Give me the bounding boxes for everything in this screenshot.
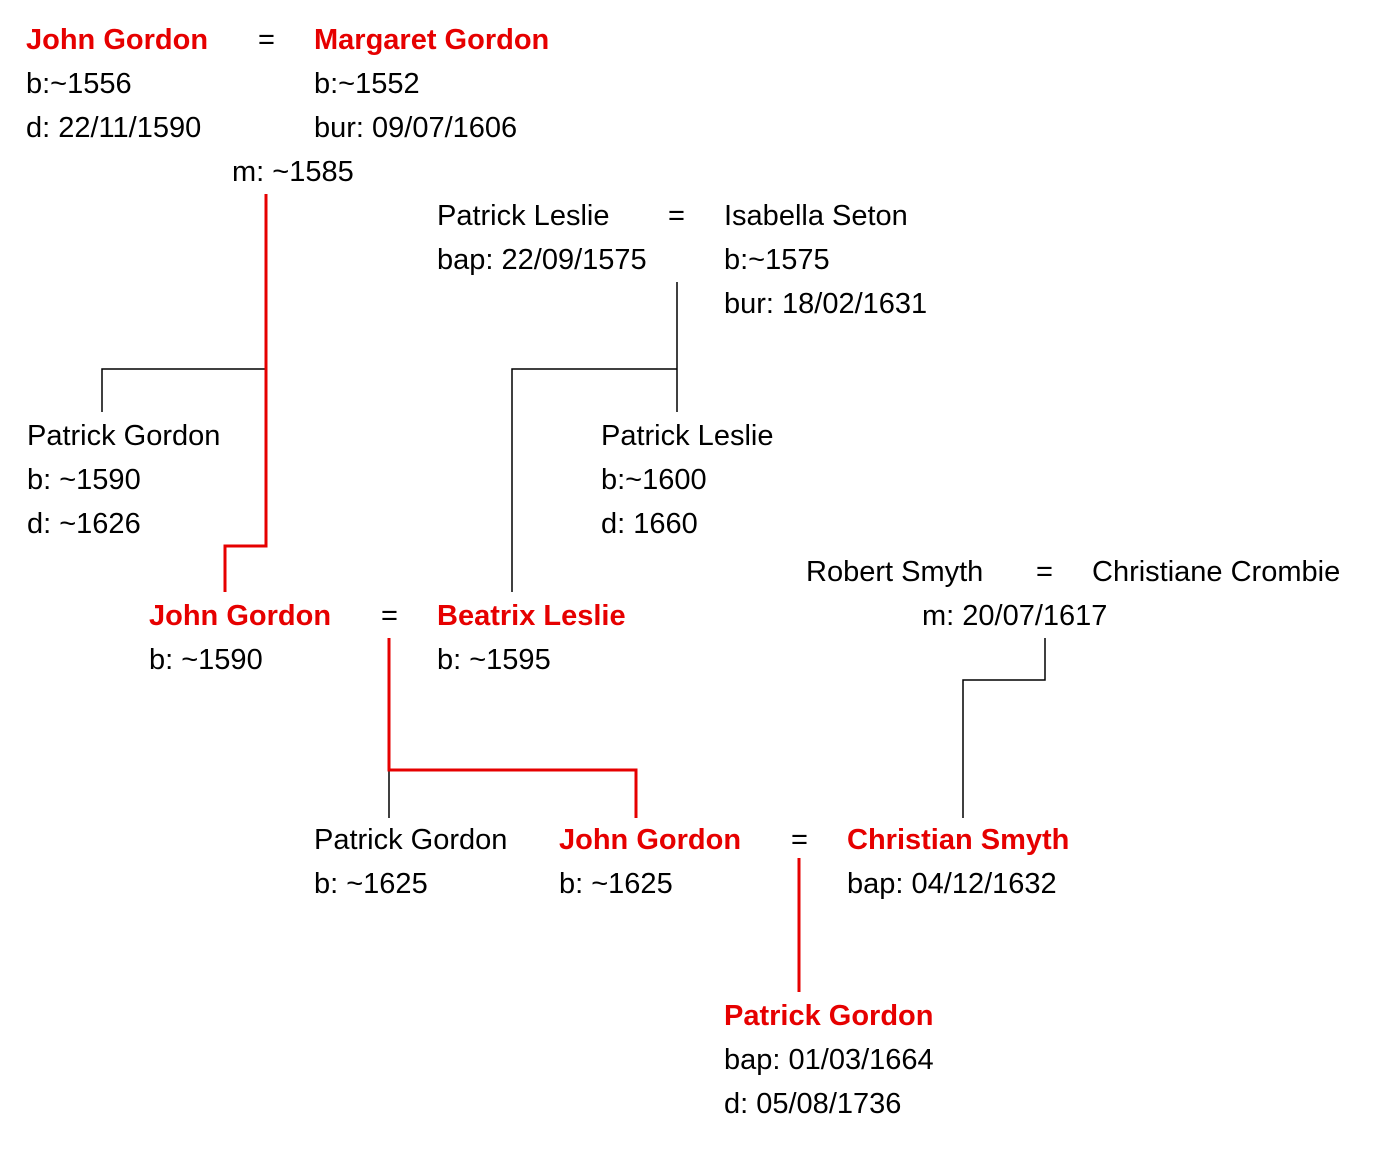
person-name: John Gordon xyxy=(149,600,332,632)
burial-date: bur: 18/02/1631 xyxy=(724,288,928,320)
birth-date: b: ~1590 xyxy=(27,464,141,496)
connector-patrick-gordon-1 xyxy=(101,368,266,412)
person-name: Isabella Seton xyxy=(724,200,908,232)
birth-date: b:~1600 xyxy=(601,464,707,496)
marriage-symbol: = xyxy=(258,24,275,56)
baptism-date: bap: 01/03/1664 xyxy=(724,1044,934,1076)
person-patrick-leslie-1: Patrick Leslie bap: 22/09/1575 xyxy=(437,194,647,282)
person-patrick-leslie-2: Patrick Leslie b:~1600 d: 1660 xyxy=(601,414,773,546)
marriage-symbol: = xyxy=(791,824,808,856)
person-patrick-gordon-3: Patrick Gordon bap: 01/03/1664 d: 05/08/… xyxy=(724,994,934,1126)
person-name: Christian Smyth xyxy=(847,824,1070,856)
person-patrick-gordon-2: Patrick Gordon b: ~1625 xyxy=(314,818,507,906)
person-christiane-crombie: Christiane Crombie xyxy=(1092,556,1341,588)
person-patrick-gordon-1: Patrick Gordon b: ~1590 d: ~1626 xyxy=(27,414,220,546)
connector-smyth-parents xyxy=(962,638,1046,818)
baptism-date: bap: 04/12/1632 xyxy=(847,868,1057,900)
person-name: Patrick Leslie xyxy=(601,420,774,452)
person-beatrix-leslie: Beatrix Leslie b: ~1595 xyxy=(437,594,626,682)
person-name: Patrick Gordon xyxy=(27,420,221,452)
burial-date: bur: 09/07/1606 xyxy=(314,112,518,144)
person-john-gordon-2: John Gordon b: ~1590 xyxy=(149,594,331,682)
birth-date: b:~1552 xyxy=(314,68,420,100)
birth-date: b:~1575 xyxy=(724,244,830,276)
person-name: Margaret Gordon xyxy=(314,24,550,56)
person-name: John Gordon xyxy=(26,24,209,56)
lineage-line-2 xyxy=(387,638,638,818)
birth-date: b: ~1595 xyxy=(437,644,551,676)
person-robert-smyth: Robert Smyth xyxy=(806,556,984,588)
person-isabella-seton: Isabella Seton b:~1575 bur: 18/02/1631 xyxy=(724,194,927,326)
person-john-gordon-1: John Gordon b:~1556 d: 22/11/1590 xyxy=(26,18,208,150)
birth-date: b: ~1625 xyxy=(314,868,428,900)
person-name: Patrick Gordon xyxy=(314,824,508,856)
birth-date: b:~1556 xyxy=(26,68,132,100)
marriage-date: m: ~1585 xyxy=(232,156,354,188)
baptism-date: bap: 22/09/1575 xyxy=(437,244,647,276)
person-margaret-gordon: Margaret Gordon b:~1552 bur: 09/07/1606 xyxy=(314,18,549,150)
marriage-date: m: 20/07/1617 xyxy=(922,600,1108,632)
person-christian-smyth: Christian Smyth bap: 04/12/1632 xyxy=(847,818,1069,906)
marriage-symbol: = xyxy=(1036,556,1053,588)
birth-date: b: ~1590 xyxy=(149,644,263,676)
death-date: d: 05/08/1736 xyxy=(724,1088,902,1120)
lineage-line-1 xyxy=(223,194,268,592)
death-date: d: 1660 xyxy=(601,508,698,540)
person-john-gordon-3: John Gordon b: ~1625 xyxy=(559,818,741,906)
death-date: d: ~1626 xyxy=(27,508,141,540)
birth-date: b: ~1625 xyxy=(559,868,673,900)
connector-beatrix-leslie xyxy=(511,368,677,592)
marriage-symbol: = xyxy=(668,200,685,232)
person-name: John Gordon xyxy=(559,824,742,856)
person-name: Patrick Gordon xyxy=(724,1000,934,1032)
death-date: d: 22/11/1590 xyxy=(26,112,202,144)
marriage-symbol: = xyxy=(381,600,398,632)
person-name: Patrick Leslie xyxy=(437,200,610,232)
person-name: Beatrix Leslie xyxy=(437,600,626,632)
